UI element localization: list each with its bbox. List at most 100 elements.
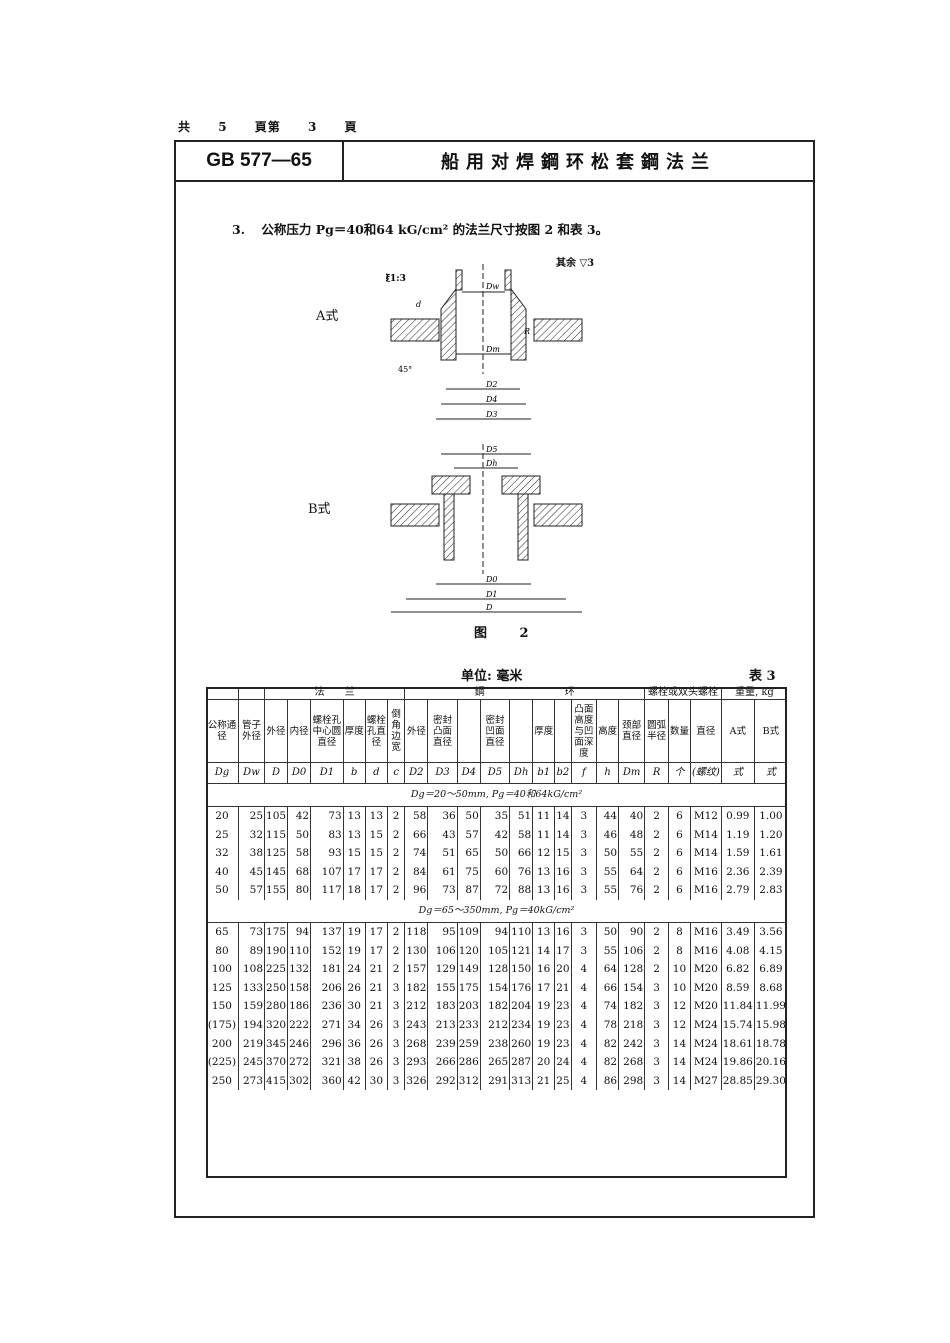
table-cell: 3 <box>644 1034 669 1054</box>
type-a-section: 斜度1:3 Dw Dm D2 D4 D3 45° d R <box>386 264 583 420</box>
table-cell: 14 <box>554 807 572 826</box>
column-symbol: f <box>571 762 598 784</box>
table-cell: 370 <box>264 1053 289 1072</box>
condition-text: Dg＝65～350mm, Pg＝40kG/cm² <box>206 899 787 923</box>
table-cell: 293 <box>404 1053 429 1072</box>
table-cell: 260 <box>509 1034 534 1054</box>
table-cell: 65 <box>206 922 239 942</box>
column-header: 数量 <box>668 699 691 763</box>
table-cell: 35 <box>480 807 511 826</box>
column-header: 凸面高度与凹面深度 <box>571 699 598 763</box>
table-cell: 296 <box>310 1034 344 1054</box>
table-cell: 106 <box>427 941 458 961</box>
table-cell: 2 <box>387 941 406 961</box>
table-cell: 21 <box>554 978 572 998</box>
table-cell: 4 <box>571 997 598 1016</box>
table-cell: 105 <box>480 941 511 961</box>
table-cell: 15.98 <box>755 1018 786 1031</box>
table-cell: 23 <box>554 1034 572 1054</box>
table-cell: 61 <box>427 862 458 882</box>
table-cell: 0.99 <box>721 807 755 826</box>
spacer-cell <box>287 806 312 807</box>
group-blank <box>206 687 239 700</box>
table-cell: 2 <box>387 922 406 942</box>
page-total-number: 5 <box>218 120 228 134</box>
table-cell: 360 <box>310 1071 344 1091</box>
table-cell: 25 <box>554 1071 572 1091</box>
table-cell: 16 <box>554 922 572 942</box>
spacer-cell <box>554 806 572 807</box>
table-cell: 190 <box>264 941 289 961</box>
table-cell: 268 <box>618 1053 646 1072</box>
column-header: 螺栓孔中心圆直径 <box>310 699 344 763</box>
standard-number: GB 577—65 <box>176 142 344 180</box>
table-cell: 14 <box>668 1071 691 1091</box>
table-cell: 155 <box>427 978 458 998</box>
column-header: 直径 <box>690 699 722 763</box>
table-cell: 3 <box>644 997 669 1016</box>
table-cell: 120 <box>457 941 481 961</box>
table-cell: 158 <box>287 978 312 998</box>
table-cell: 60 <box>480 862 511 882</box>
table-cell: 32 <box>238 825 266 845</box>
table-cell: 3 <box>571 922 598 942</box>
table-cell: 3 <box>387 1015 406 1035</box>
table-cell: 4 <box>571 960 598 979</box>
table-cell: 95 <box>427 922 458 942</box>
table-cell: 40 <box>618 807 646 826</box>
column-header: 管子外径 <box>238 699 266 763</box>
spacer-cell <box>387 922 406 923</box>
taper-label: 斜度1:3 <box>386 272 406 284</box>
table-cell: 38 <box>343 1053 366 1072</box>
spacer-cell <box>264 922 289 923</box>
table-cell: 105 <box>264 807 289 826</box>
table-cell: 2 <box>387 844 406 863</box>
table-cell: 16 <box>554 862 572 882</box>
table-cell: 94 <box>287 922 312 942</box>
table-cell: 117 <box>310 881 344 900</box>
table-cell: 17 <box>343 862 366 882</box>
table-cell: 14 <box>668 1053 691 1072</box>
table-cell: 212 <box>480 1015 511 1035</box>
column-header: 厚度 <box>343 699 366 763</box>
table-cell: 286 <box>457 1053 481 1072</box>
column-header <box>509 699 534 763</box>
table-cell: 78 <box>596 1015 620 1035</box>
table-cell: M16 <box>690 922 722 942</box>
column-symbol: Dh <box>509 762 534 784</box>
table-cell: 12 <box>668 997 691 1016</box>
table-cell: 2.83 <box>759 884 783 897</box>
table-cell: 58 <box>287 844 312 863</box>
spacer-row <box>206 806 787 807</box>
spacer-cell <box>264 806 289 807</box>
table-number: 表 3 <box>749 669 776 684</box>
table-cell: 50 <box>457 807 481 826</box>
column-symbol: Dg <box>206 762 239 784</box>
table-cell: 2 <box>644 807 669 826</box>
table-cell: 181 <box>310 960 344 979</box>
table-cell: 82 <box>596 1034 620 1054</box>
column-header: 密封凹面直径 <box>480 699 511 763</box>
table-cell: 2.79 <box>721 881 755 900</box>
table-cell: 149 <box>457 960 481 979</box>
column-header: 内径 <box>287 699 312 763</box>
table-cell: 13 <box>532 862 556 882</box>
table-cell: 3 <box>644 1053 669 1072</box>
table-cell: 14 <box>554 825 572 845</box>
table-cell: 268 <box>404 1034 429 1054</box>
table-cell: 4 <box>571 978 598 998</box>
table-cell: 238 <box>480 1034 511 1054</box>
table-cell: 19 <box>532 1015 556 1035</box>
spacer-cell <box>480 922 511 923</box>
table-cell: 73 <box>427 881 458 900</box>
spacer-cell <box>457 922 481 923</box>
table-cell: 50 <box>206 881 239 900</box>
table-cell: 88 <box>509 881 534 900</box>
intro-paragraph: 3. 公称压力 Pg＝40和64 kG/cm² 的法兰尺寸按图 2 和表 3。 <box>232 219 608 238</box>
table-cell: 345 <box>264 1034 289 1054</box>
table-cell: 19.86 <box>721 1053 755 1072</box>
table-cell: 1.00 <box>759 810 783 822</box>
table-cell: 132 <box>287 960 312 979</box>
